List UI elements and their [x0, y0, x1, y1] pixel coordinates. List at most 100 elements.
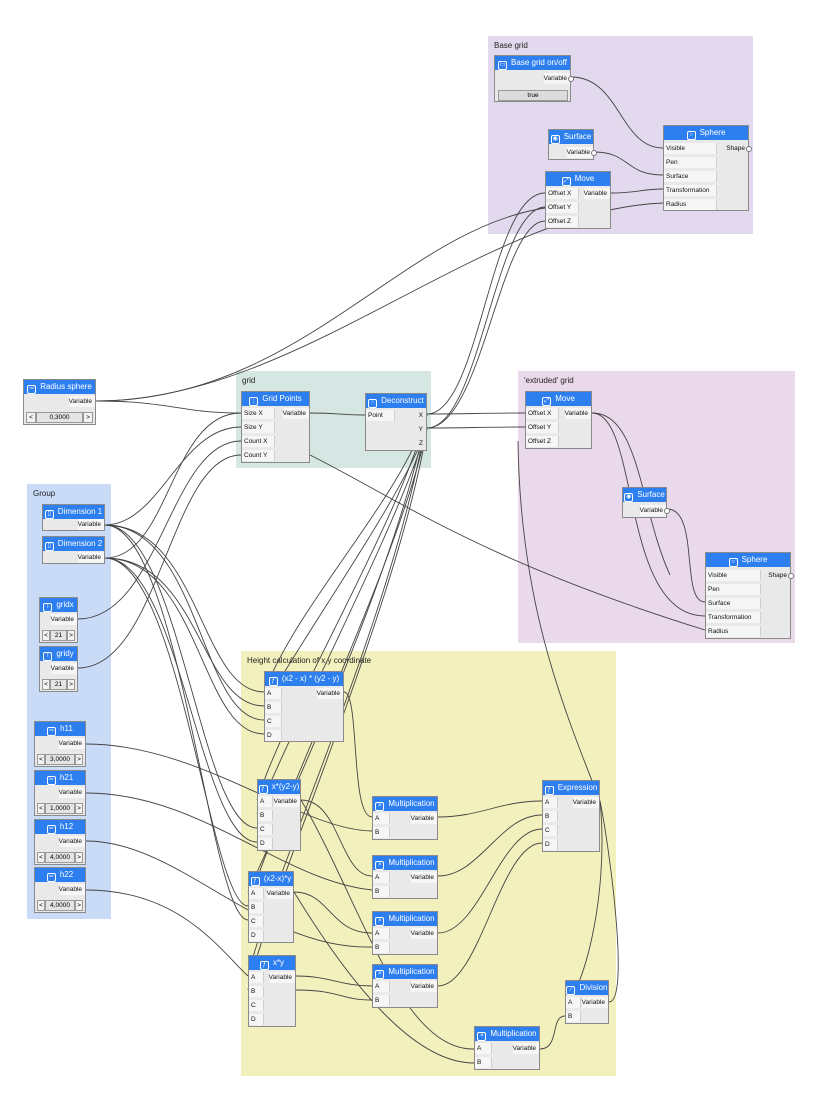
node-header[interactable]: ⤢Move	[546, 172, 610, 186]
value-field[interactable]: 3,0000	[45, 754, 75, 765]
node-header[interactable]: ◉Surface	[549, 130, 593, 144]
sphere-node[interactable]: ○Sphere Visible Pen Surface Transformati…	[663, 125, 752, 211]
dimension-1-node[interactable]: ▯Dimension 1 Variable	[42, 504, 105, 531]
node-header[interactable]: ×Multiplication	[373, 912, 437, 926]
node-header[interactable]: ×Multiplication	[475, 1027, 539, 1041]
increment-button[interactable]: >	[75, 803, 83, 814]
deconstruct-node[interactable]: ⁘Deconstruct Point X Y Z	[365, 393, 427, 451]
output-port[interactable]	[568, 76, 574, 82]
node-header[interactable]: ×Multiplication	[373, 797, 437, 811]
sphere-node[interactable]: ○Sphere Visible Pen Surface Transformati…	[705, 552, 794, 639]
decrement-button[interactable]: <	[42, 679, 50, 690]
node-header[interactable]: ◉Surface	[623, 488, 666, 502]
value-stepper[interactable]: < 3,0000 >	[37, 754, 83, 765]
value-field[interactable]: 1,0000	[45, 803, 75, 814]
output-label: Variable	[512, 1043, 539, 1054]
value-stepper[interactable]: < 0,3000 >	[26, 412, 93, 423]
h11-node[interactable]: ═h11 Variable < 3,0000 >	[34, 721, 86, 767]
multiplication-node[interactable]: ×Multiplication A B Variable	[372, 855, 438, 899]
node-header[interactable]: !gridx	[40, 598, 77, 612]
surface-node[interactable]: ◉Surface Variable	[548, 129, 597, 160]
surface-node[interactable]: ◉Surface Variable	[622, 487, 670, 518]
node-header[interactable]: ƒ(x2-x)*y	[249, 872, 293, 886]
value-stepper[interactable]: < 21 >	[42, 630, 75, 641]
node-header[interactable]: ═h11	[35, 722, 85, 736]
node-header[interactable]: ○Sphere	[706, 553, 790, 567]
node-header[interactable]: ×Multiplication	[373, 856, 437, 870]
dimension-2-node[interactable]: ▯Dimension 2 Variable	[42, 536, 105, 564]
decrement-button[interactable]: <	[37, 852, 45, 863]
value-stepper[interactable]: < 21 >	[42, 679, 75, 690]
expression-node[interactable]: ƒ(x2 - x) * (y2 - y) A B C D Variable	[264, 671, 344, 742]
decrement-button[interactable]: <	[26, 412, 36, 423]
increment-button[interactable]: >	[75, 852, 83, 863]
multiply-icon: ×	[375, 802, 385, 811]
decrement-button[interactable]: <	[42, 630, 50, 641]
expression-icon: ƒ	[258, 785, 268, 794]
increment-button[interactable]: >	[83, 412, 93, 423]
node-header[interactable]: ƒ(x2 - x) * (y2 - y)	[265, 672, 343, 686]
output-port[interactable]	[591, 150, 597, 156]
gridy-node[interactable]: !gridy Variable < 21 >	[39, 646, 78, 692]
node-header[interactable]: ×Multiplication	[373, 965, 437, 979]
decrement-button[interactable]: <	[37, 803, 45, 814]
node-header[interactable]: ∕Division	[566, 981, 608, 995]
node-title: Sphere	[741, 555, 768, 564]
multiplication-node[interactable]: ×Multiplication A B Variable	[372, 911, 438, 955]
move-node[interactable]: ⤢Move Offset X Offset Y Offset Z Variabl…	[525, 391, 592, 449]
radius-sphere-node[interactable]: ═Radius sphere Variable < 0,3000 >	[23, 379, 96, 425]
node-header[interactable]: ═h12	[35, 820, 85, 834]
value-stepper[interactable]: < 4,0000 >	[37, 900, 83, 911]
gridx-node[interactable]: !gridx Variable < 21 >	[39, 597, 78, 643]
multiplication-node[interactable]: ×Multiplication A B Variable	[474, 1026, 540, 1070]
decrement-button[interactable]: <	[37, 900, 45, 911]
value-field[interactable]: 21	[50, 630, 67, 641]
grid-points-node[interactable]: ⋮Grid Points Size X Size Y Count X Count…	[241, 391, 310, 463]
node-header[interactable]: ⁘Deconstruct	[366, 394, 426, 408]
output-label: Variable	[410, 813, 437, 824]
node-header[interactable]: ▯Dimension 2	[43, 537, 104, 551]
value-field[interactable]: 21	[50, 679, 67, 690]
value-stepper[interactable]: < 1,0000 >	[37, 803, 83, 814]
node-header[interactable]: !gridy	[40, 647, 77, 661]
move-node[interactable]: ⤢Move Offset X Offset Y Offset Z Variabl…	[545, 171, 611, 229]
node-header[interactable]: ▯Dimension 1	[43, 505, 104, 519]
node-header[interactable]: ═Radius sphere	[24, 380, 95, 394]
base-grid-toggle-node[interactable]: ▭Base grid on/off Variable true	[494, 55, 574, 102]
expression-node[interactable]: ƒ(x2-x)*y A B C D Variable	[248, 871, 294, 943]
division-node[interactable]: ∕Division A B Variable	[565, 980, 609, 1024]
node-header[interactable]: ⤢Move	[526, 392, 591, 406]
decrement-button[interactable]: <	[37, 754, 45, 765]
h12-node[interactable]: ═h12 Variable < 4,0000 >	[34, 819, 86, 865]
increment-button[interactable]: >	[67, 630, 75, 641]
value-field[interactable]: 4,0000	[45, 852, 75, 863]
move-icon: ⤢	[561, 177, 571, 186]
multiplication-node[interactable]: ×Multiplication A B Variable	[372, 796, 438, 840]
value-field[interactable]: 4,0000	[45, 900, 75, 911]
node-title: Deconstruct	[381, 396, 424, 405]
output-port[interactable]	[746, 146, 752, 152]
output-port[interactable]	[788, 573, 794, 579]
node-header[interactable]: ▭Base grid on/off	[495, 56, 570, 70]
increment-button[interactable]: >	[75, 900, 83, 911]
node-header[interactable]: ═h21	[35, 771, 85, 785]
input-a: A	[566, 997, 581, 1008]
value-field[interactable]: 0,3000	[36, 412, 83, 423]
h22-node[interactable]: ═h22 Variable < 4,0000 >	[34, 867, 86, 913]
node-header[interactable]: ○Sphere	[664, 126, 748, 140]
node-header[interactable]: ═h22	[35, 868, 85, 882]
multiplication-node[interactable]: ×Multiplication A B Variable	[372, 964, 438, 1008]
increment-button[interactable]: >	[75, 754, 83, 765]
output-port[interactable]	[664, 508, 670, 514]
toggle-value[interactable]: true	[498, 90, 568, 101]
increment-button[interactable]: >	[67, 679, 75, 690]
node-header[interactable]: ⋮Grid Points	[242, 392, 309, 406]
h21-node[interactable]: ═h21 Variable < 1,0000 >	[34, 770, 86, 816]
value-stepper[interactable]: < 4,0000 >	[37, 852, 83, 863]
